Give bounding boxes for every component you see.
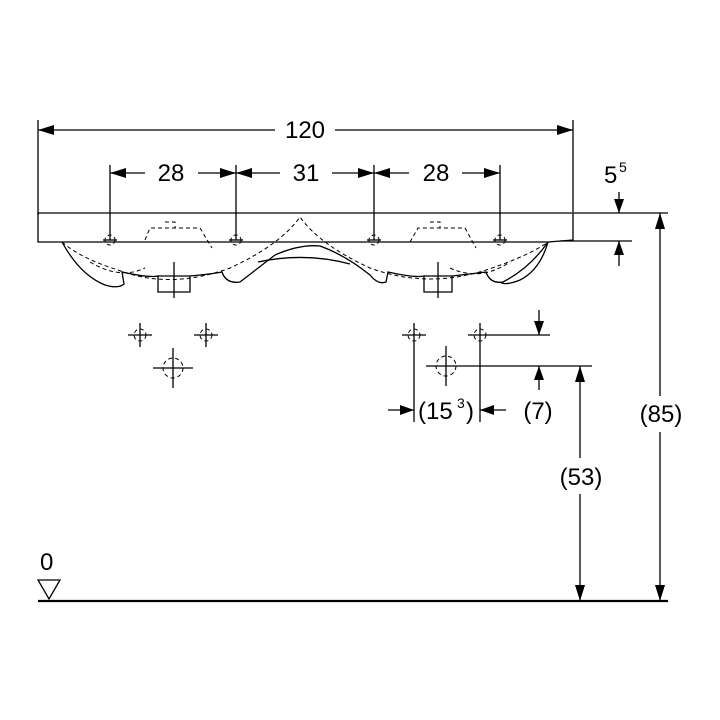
tap-hole-3 xyxy=(367,234,381,246)
total-height-dimension: (85) xyxy=(632,213,690,601)
left-gap-label: 28 xyxy=(158,160,185,187)
overall-width-label: 120 xyxy=(285,117,325,144)
mount-marker-right-2 xyxy=(468,323,492,347)
tap-hole-4 xyxy=(493,234,507,246)
tap-hole-1 xyxy=(103,234,117,246)
hole-drop-label: (7) xyxy=(523,398,552,425)
hole-spacing-close: ) xyxy=(466,398,474,425)
mount-markers xyxy=(128,323,492,388)
drain-height-dimension: (53) xyxy=(552,366,610,601)
drain-height-label: (53) xyxy=(560,464,603,491)
tap-hole-2 xyxy=(229,234,243,246)
hole-spacing-dimension: (15 3 ) xyxy=(388,347,506,425)
tap-hole-markers xyxy=(103,234,507,246)
floor-level-label: 0 xyxy=(40,549,53,576)
total-height-label: (85) xyxy=(640,401,683,428)
hole-drop-dimension: (7) xyxy=(466,310,592,425)
floor-line: 0 xyxy=(36,549,668,603)
washbasin-outline xyxy=(37,212,574,298)
right-gap-label: 28 xyxy=(423,160,450,187)
tap-spacing-dimension: 28 31 28 xyxy=(109,160,501,240)
rim-thickness-dimension: 5 5 xyxy=(560,159,668,266)
drain-marker-left xyxy=(153,348,193,388)
mount-marker-right-1 xyxy=(402,323,426,347)
mount-marker-left-1 xyxy=(128,323,152,347)
drain-marker-right xyxy=(426,346,466,386)
hole-spacing-label: (15 xyxy=(418,398,453,425)
hole-spacing-sup: 3 xyxy=(457,395,465,411)
rim-thickness-label: 5 xyxy=(604,162,617,189)
middle-gap-label: 31 xyxy=(293,160,320,187)
rim-thickness-sup: 5 xyxy=(619,159,627,175)
mount-marker-left-2 xyxy=(194,323,218,347)
overall-width-dimension: 120 xyxy=(37,117,574,215)
